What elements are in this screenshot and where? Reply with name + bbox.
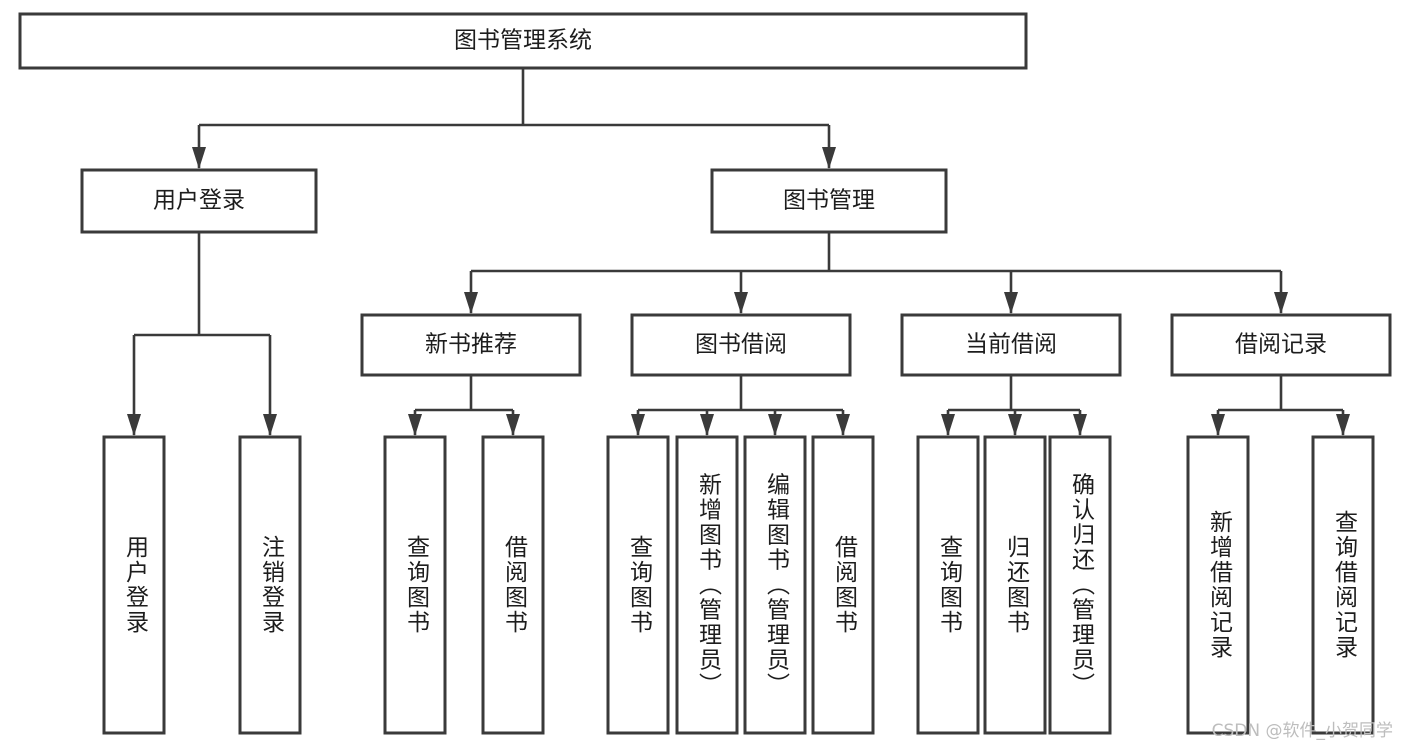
node-box[interactable] <box>900 313 1122 377</box>
node-box[interactable] <box>606 435 670 735</box>
node-box[interactable] <box>383 435 447 735</box>
node-level3-1[interactable]: 图书借阅 <box>630 313 852 377</box>
node-label: 借阅图书 <box>501 535 529 635</box>
node-box[interactable] <box>811 435 875 735</box>
arrow-head-icon <box>836 414 850 436</box>
node-root-0[interactable]: 图书管理系统 <box>18 12 1028 70</box>
node-leaf-9[interactable]: 归还图书 <box>983 435 1047 735</box>
arrow-head-icon <box>822 147 836 169</box>
node-label: 查询图书 <box>403 535 431 635</box>
node-leaf-1[interactable]: 注销登录 <box>238 435 302 735</box>
node-leaf-3[interactable]: 借阅图书 <box>481 435 545 735</box>
node-box[interactable] <box>1186 435 1250 735</box>
arrow-head-icon <box>506 414 520 436</box>
node-label: 归还图书 <box>1003 535 1031 635</box>
node-box[interactable] <box>1048 435 1112 735</box>
arrow-head-icon <box>1211 414 1225 436</box>
node-leaf-12[interactable]: 查询借阅记录 <box>1311 435 1375 735</box>
node-box[interactable] <box>80 168 318 234</box>
node-level2-1[interactable]: 图书管理 <box>710 168 948 234</box>
node-box[interactable] <box>481 435 545 735</box>
node-label: 当前借阅 <box>965 332 1057 358</box>
arrow-head-icon <box>700 414 714 436</box>
node-leaf-10[interactable]: 确认归还（管理员） <box>1048 435 1112 735</box>
node-label: 新增借阅记录 <box>1206 510 1234 660</box>
node-label: 用户登录 <box>153 188 245 214</box>
node-box[interactable] <box>743 435 807 735</box>
arrow-head-icon <box>734 292 748 314</box>
node-label: 查询图书 <box>626 535 654 635</box>
node-label: 借阅记录 <box>1235 332 1327 358</box>
node-label: 查询借阅记录 <box>1331 510 1359 660</box>
node-label: 确认归还（管理员） <box>1068 473 1096 698</box>
node-level3-0[interactable]: 新书推荐 <box>360 313 582 377</box>
watermark-label: CSDN @软件_小贺同学 <box>1211 721 1393 741</box>
node-leaf-7[interactable]: 借阅图书 <box>811 435 875 735</box>
connector-layer <box>127 68 1350 436</box>
node-label: 图书管理系统 <box>454 28 592 54</box>
arrow-head-icon <box>941 414 955 436</box>
node-level3-3[interactable]: 借阅记录 <box>1170 313 1392 377</box>
node-leaf-5[interactable]: 新增图书（管理员） <box>675 435 739 735</box>
node-leaf-6[interactable]: 编辑图书（管理员） <box>743 435 807 735</box>
node-label: 新增图书（管理员） <box>695 473 723 698</box>
arrow-head-icon <box>1336 414 1350 436</box>
node-box[interactable] <box>102 435 166 735</box>
node-label: 新书推荐 <box>425 332 517 358</box>
node-label: 图书管理 <box>783 188 875 214</box>
arrow-head-icon <box>464 292 478 314</box>
node-label: 编辑图书（管理员） <box>763 473 791 698</box>
node-label: 查询图书 <box>936 535 964 635</box>
arrow-head-icon <box>127 414 141 436</box>
node-box[interactable] <box>18 12 1028 70</box>
arrow-head-icon <box>768 414 782 436</box>
node-box[interactable] <box>1311 435 1375 735</box>
node-label: 用户登录 <box>122 535 150 635</box>
node-box[interactable] <box>630 313 852 377</box>
arrow-head-icon <box>408 414 422 436</box>
node-box[interactable] <box>360 313 582 377</box>
arrow-head-icon <box>631 414 645 436</box>
node-layer: 图书管理系统用户登录图书管理新书推荐图书借阅当前借阅借阅记录用户登录注销登录查询… <box>18 12 1392 735</box>
arrow-head-icon <box>1274 292 1288 314</box>
node-box[interactable] <box>675 435 739 735</box>
node-label: 借阅图书 <box>831 535 859 635</box>
arrow-head-icon <box>1004 292 1018 314</box>
node-leaf-11[interactable]: 新增借阅记录 <box>1186 435 1250 735</box>
node-box[interactable] <box>1170 313 1392 377</box>
node-leaf-2[interactable]: 查询图书 <box>383 435 447 735</box>
node-label: 注销登录 <box>258 535 286 635</box>
node-box[interactable] <box>983 435 1047 735</box>
arrow-head-icon <box>263 414 277 436</box>
node-level2-0[interactable]: 用户登录 <box>80 168 318 234</box>
node-box[interactable] <box>710 168 948 234</box>
node-level3-2[interactable]: 当前借阅 <box>900 313 1122 377</box>
node-leaf-8[interactable]: 查询图书 <box>916 435 980 735</box>
arrow-head-icon <box>1073 414 1087 436</box>
node-leaf-0[interactable]: 用户登录 <box>102 435 166 735</box>
arrow-head-icon <box>192 147 206 169</box>
arrow-head-icon <box>1008 414 1022 436</box>
node-box[interactable] <box>916 435 980 735</box>
node-leaf-4[interactable]: 查询图书 <box>606 435 670 735</box>
node-box[interactable] <box>238 435 302 735</box>
node-label: 图书借阅 <box>695 332 787 358</box>
